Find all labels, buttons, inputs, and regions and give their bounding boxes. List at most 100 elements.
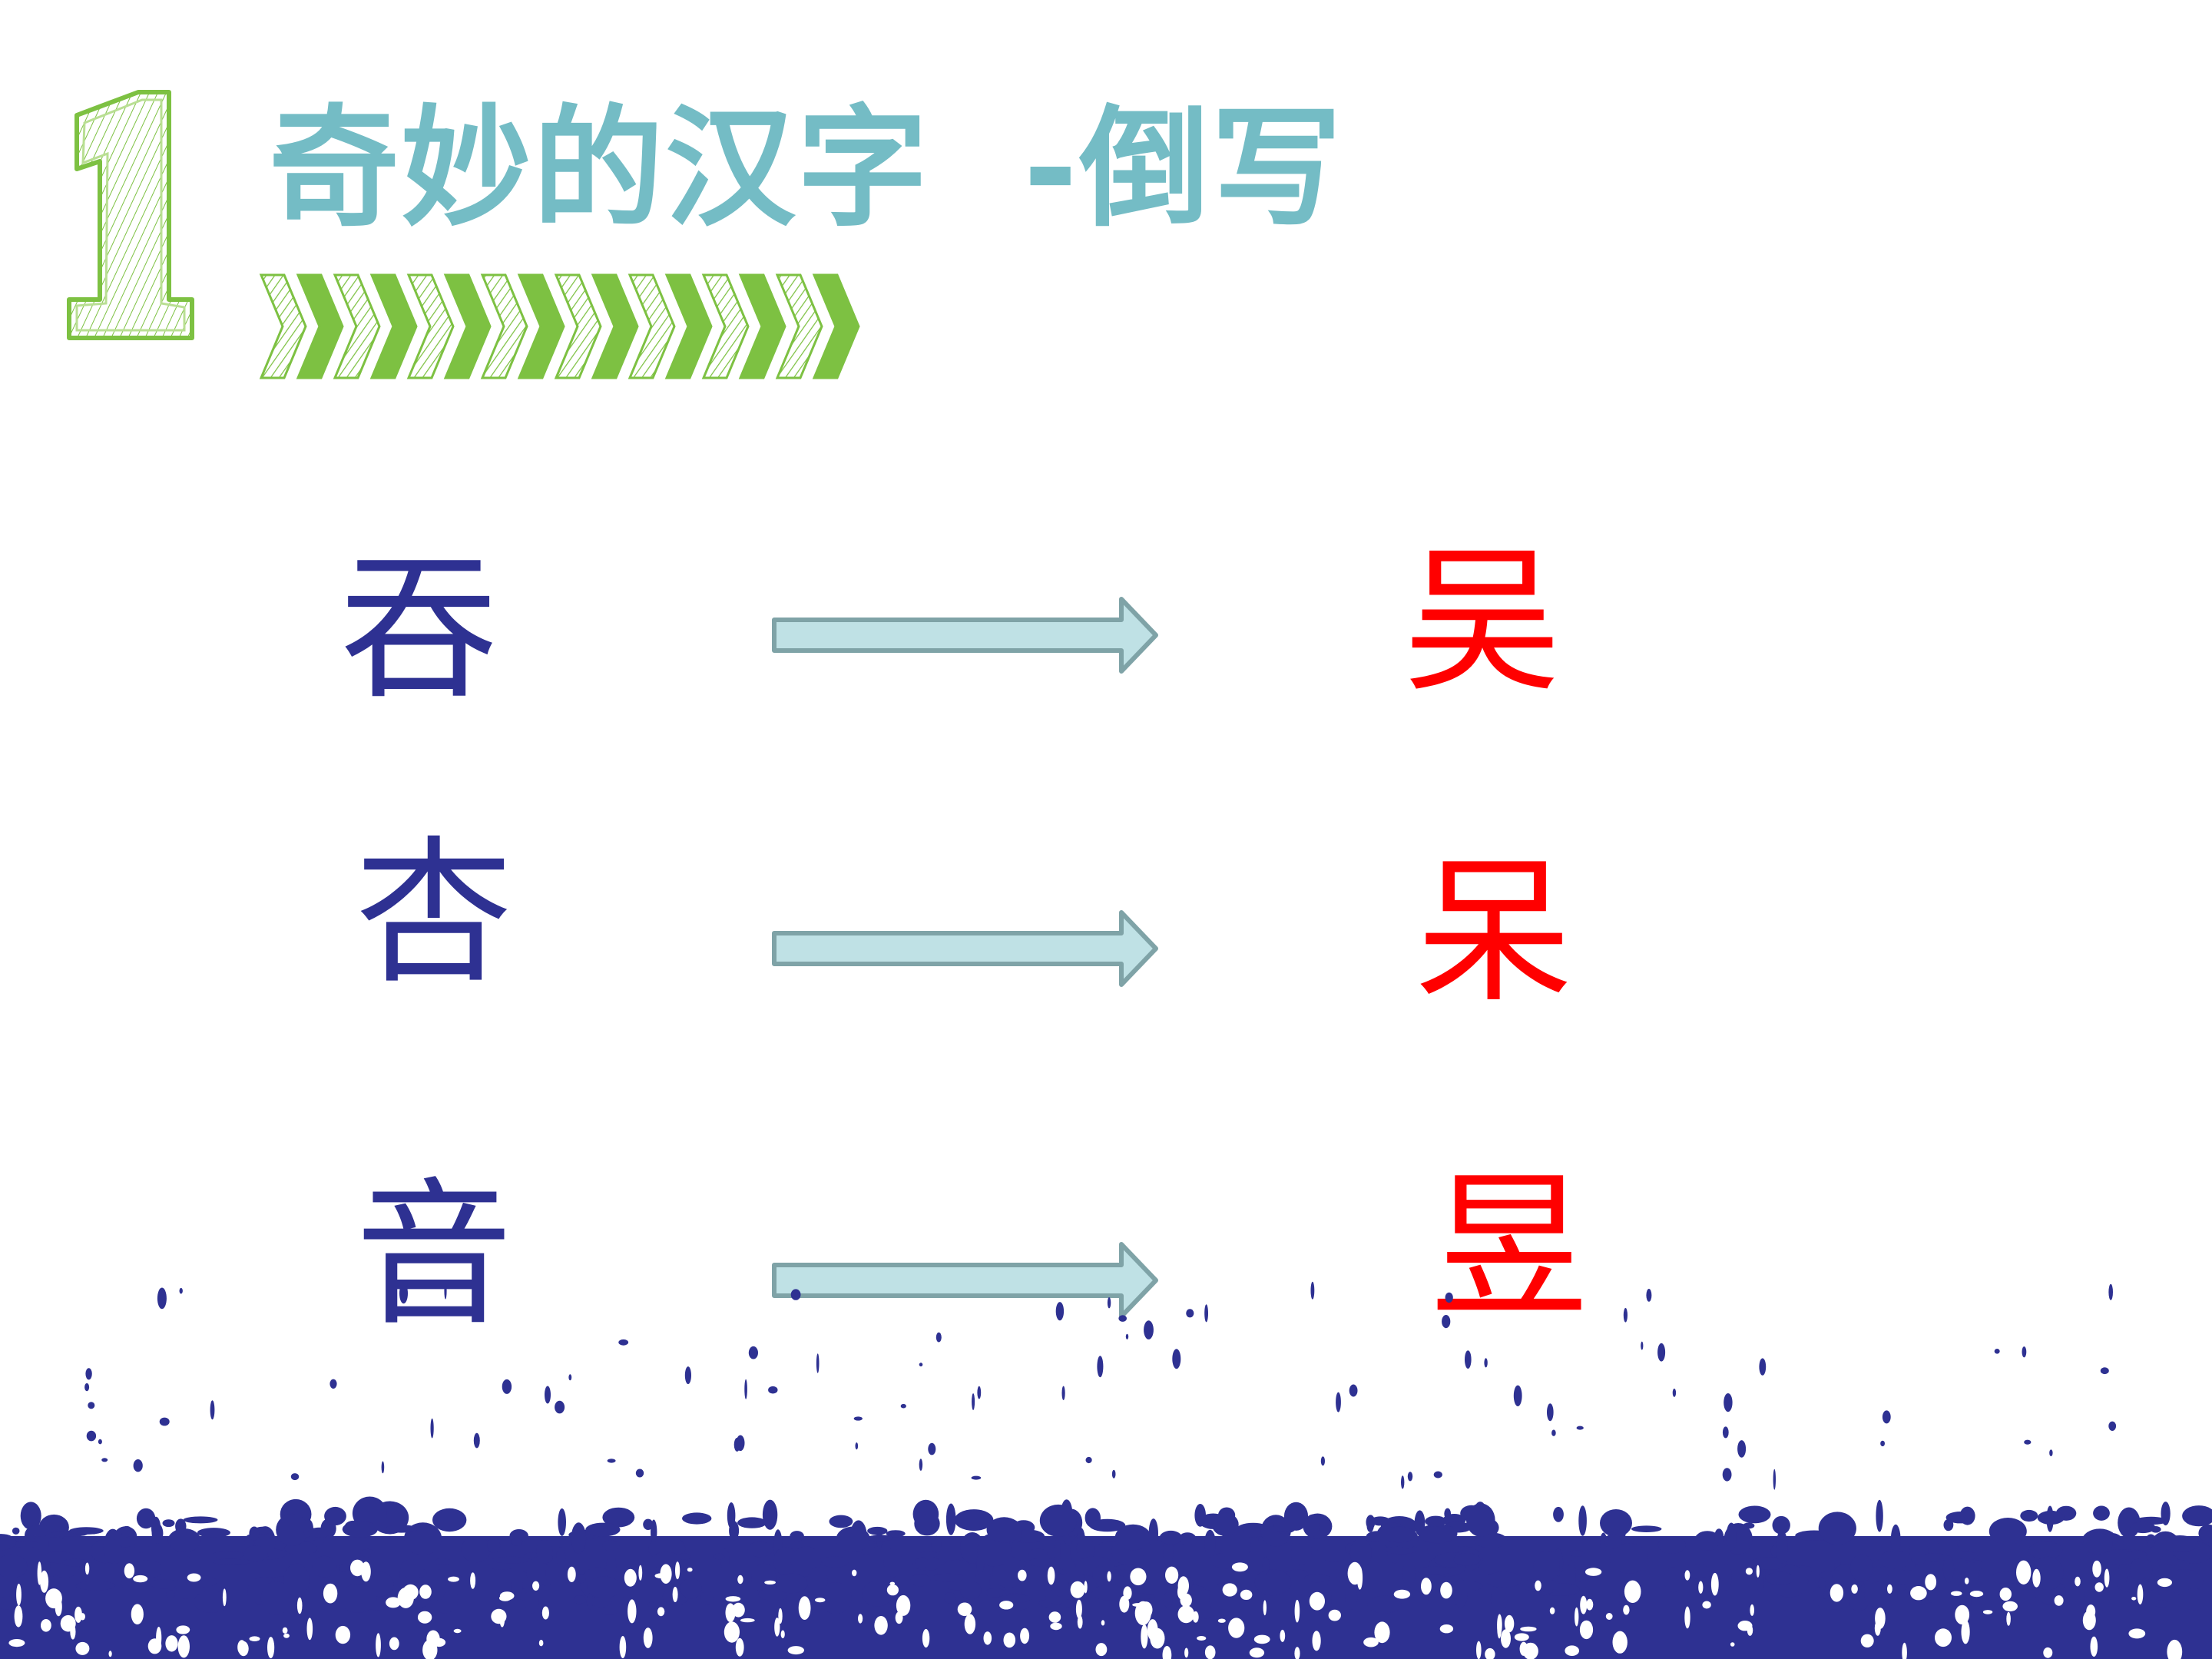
splatter-blob <box>577 1574 586 1584</box>
splatter-blob <box>1039 1504 1077 1537</box>
splatter-blob <box>916 1514 932 1535</box>
chevron-icon <box>480 273 528 379</box>
splatter-blob <box>324 1506 346 1526</box>
splatter-speck <box>816 1353 820 1373</box>
splatter-hole <box>983 1631 992 1645</box>
splatter-hole <box>1955 1604 1970 1625</box>
splatter-hole <box>787 1646 805 1655</box>
splatter-hole <box>267 1637 275 1659</box>
splatter-speck <box>159 1417 170 1426</box>
splatter-blob <box>1402 1559 1416 1588</box>
splatter-hole <box>75 1606 82 1623</box>
splatter-speck <box>1646 1289 1652 1302</box>
splatter-hole <box>1440 1581 1452 1599</box>
chevron-icon <box>591 273 639 379</box>
splatter-hole <box>874 1616 888 1635</box>
splatter-blob <box>1942 1555 1955 1583</box>
splatter-hole <box>1119 1595 1130 1613</box>
splatter-blob <box>312 1555 337 1578</box>
splatter-blob <box>910 1574 931 1587</box>
splatter-blob <box>75 1581 116 1591</box>
splatter-hole <box>1737 1621 1753 1631</box>
splatter-speck <box>399 1283 408 1304</box>
splatter-hole <box>628 1599 637 1624</box>
splatter-blob <box>12 1527 20 1535</box>
splatter-blob <box>339 1584 377 1613</box>
splatter-hole <box>1935 1628 1952 1647</box>
page-title: 奇妙的汉字 -倒写 <box>269 93 1343 245</box>
chevron-icon <box>259 273 307 379</box>
splatter-hole <box>491 1608 507 1624</box>
splatter-blob <box>931 1535 942 1555</box>
splatter-blob <box>915 1558 930 1568</box>
splatter-hole <box>735 1637 744 1657</box>
splatter-blob <box>1163 1591 1173 1608</box>
splatter-hole <box>798 1596 811 1620</box>
splatter-blob <box>1849 1554 1873 1582</box>
splatter-blob <box>571 1522 587 1554</box>
splatter-blob <box>820 1582 852 1614</box>
splatter-blob <box>585 1522 621 1537</box>
splatter-blob <box>1317 1538 1350 1562</box>
splatter-blob <box>1159 1530 1183 1545</box>
splatter-speck <box>1576 1426 1584 1430</box>
splatter-hole <box>737 1575 743 1584</box>
splatter-hole <box>2104 1568 2110 1588</box>
splatter-hole <box>922 1628 930 1648</box>
splatter-hole <box>725 1603 736 1622</box>
splatter-hole <box>687 1568 693 1572</box>
splatter-hole <box>1910 1586 1927 1601</box>
splatter-speck <box>1118 1315 1127 1322</box>
splatter-hole <box>1756 1565 1760 1578</box>
splatter-blob <box>1921 1553 1948 1562</box>
splatter-blob <box>2198 1524 2212 1543</box>
splatter-hole <box>1312 1631 1321 1651</box>
splatter-hole <box>1579 1620 1594 1640</box>
splatter-blob <box>1366 1520 1374 1532</box>
splatter-blob <box>212 1558 250 1565</box>
splatter-blob <box>183 1516 218 1524</box>
splatter-blob <box>822 1556 849 1568</box>
splatter-blob <box>1750 1557 1787 1570</box>
splatter-hole <box>1047 1566 1055 1585</box>
splatter-hole <box>1177 1605 1195 1624</box>
splatter-hole <box>1222 1583 1237 1597</box>
splatter-blob <box>945 1503 956 1535</box>
splatter-hole <box>2006 1611 2011 1626</box>
splatter-blob <box>194 1591 230 1613</box>
splatter-speck <box>2049 1449 2053 1456</box>
splatter-blob <box>2093 1505 2110 1521</box>
splatter-speck <box>684 1366 692 1385</box>
splatter-speck <box>971 1475 982 1480</box>
splatter-hole <box>1925 1574 1937 1591</box>
splatter-blob <box>1349 1538 1372 1568</box>
splatter-blob <box>167 1528 201 1552</box>
splatter-hole <box>638 1565 643 1581</box>
splatter-blob <box>1417 1566 1452 1575</box>
splatter-blob <box>1694 1577 1710 1584</box>
splatter-hole <box>1263 1600 1267 1616</box>
splatter-blob <box>2182 1505 2212 1527</box>
splatter-blob <box>2020 1509 2038 1522</box>
splatter-blob <box>1553 1506 1564 1522</box>
splatter-blob <box>0 1554 28 1578</box>
chevron-icon <box>296 273 344 379</box>
splatter-blob <box>1453 1553 1481 1566</box>
splatter-hole <box>402 1584 419 1601</box>
splatter-blob <box>176 1575 194 1599</box>
splatter-hole <box>448 1576 459 1582</box>
splatter-hole <box>896 1594 911 1616</box>
splatter-hole <box>2016 1560 2032 1584</box>
splatter-hole <box>70 1624 76 1640</box>
splatter-speck <box>1349 1384 1358 1397</box>
splatter-speck <box>381 1461 385 1474</box>
splatter-blob <box>1148 1518 1159 1549</box>
splatter-blob <box>1194 1504 1206 1527</box>
splatter-blob <box>487 1538 501 1553</box>
splatter-hole <box>1730 1642 1735 1647</box>
splatter-hole <box>1535 1580 1541 1591</box>
splatter-blob <box>829 1515 853 1528</box>
splatter-blob <box>1444 1508 1452 1520</box>
splatter-blob <box>0 1596 22 1610</box>
splatter-blob <box>1092 1565 1108 1584</box>
